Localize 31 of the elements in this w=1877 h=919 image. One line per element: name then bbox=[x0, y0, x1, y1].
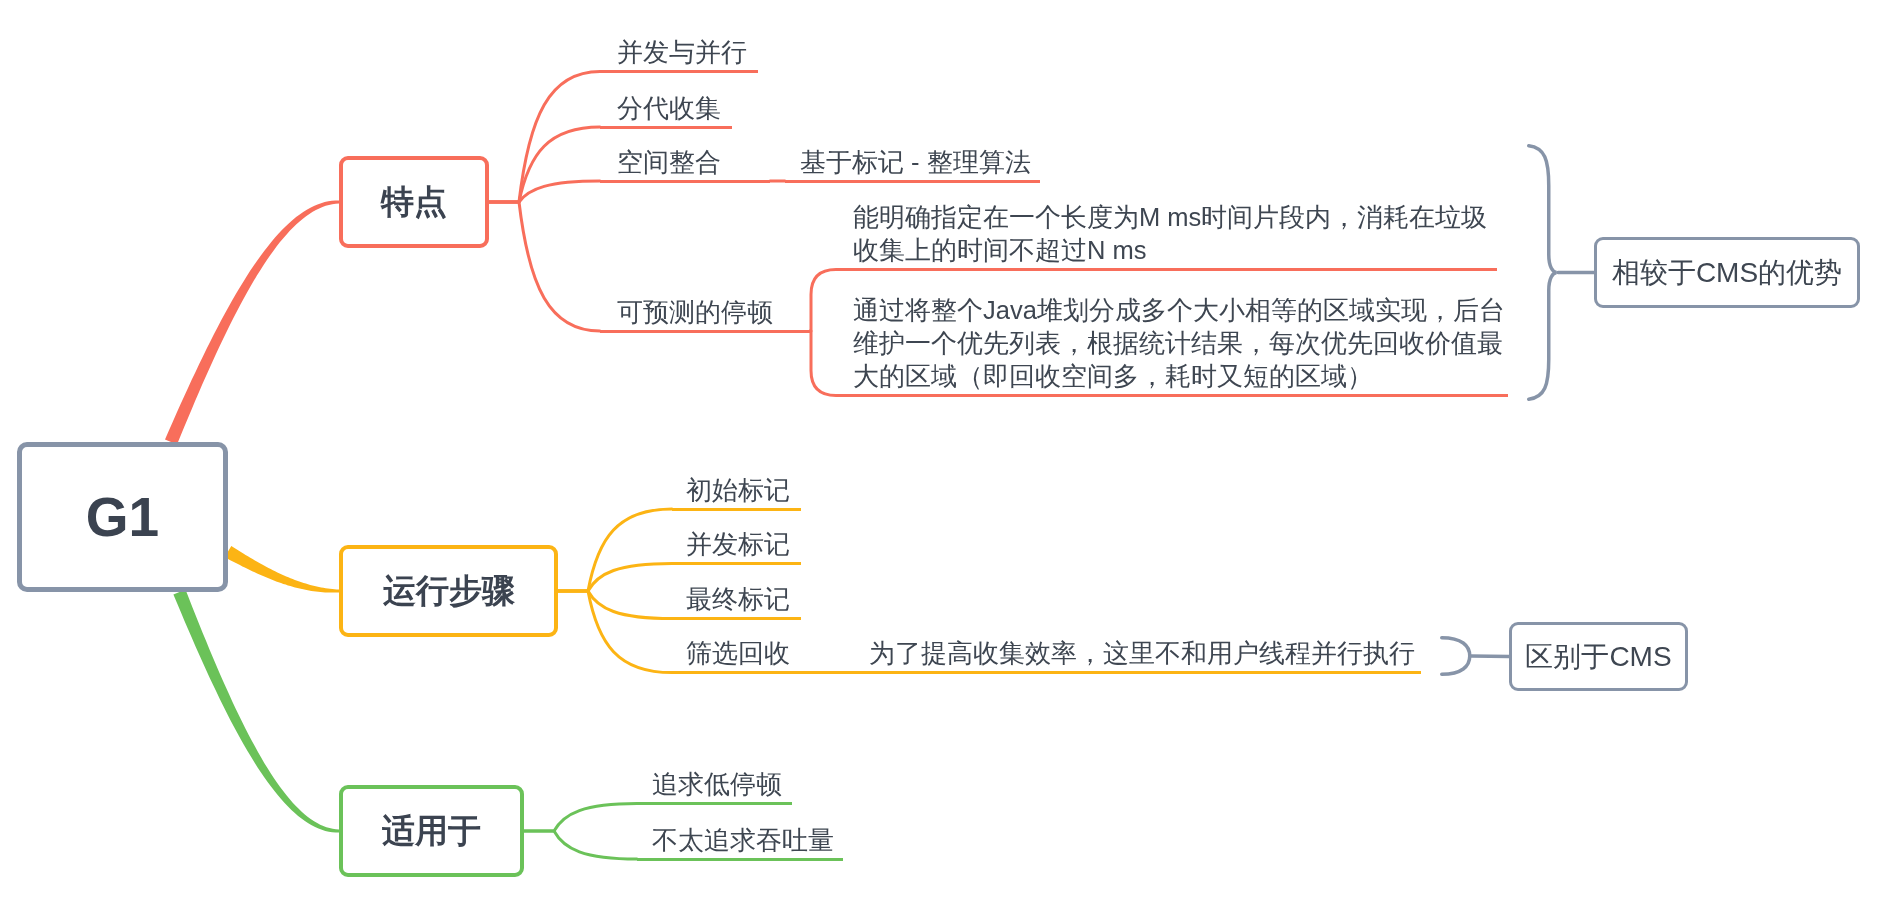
underlined-topic: 能明确指定在一个长度为M ms时间片段内，消耗在垃圾收集上的时间不超过N ms bbox=[836, 201, 1497, 272]
underlined-topic: 基于标记 - 整理算法 bbox=[785, 145, 1040, 183]
underlined-topic: 最终标记 bbox=[672, 583, 801, 621]
underlined-topic: 通过将整个Java堆划分成多个大小相等的区域实现，后台维护一个优先列表，根据统计结果，每次优先回收价值最大的区域（即回收空间多，耗时又短的区域） bbox=[836, 294, 1508, 397]
branch-line bbox=[768, 179, 787, 183]
summary-box: 相较于CMS的优势 bbox=[1594, 237, 1860, 308]
underlined-topic: 筛选回收 bbox=[672, 637, 830, 675]
branch-line bbox=[828, 671, 852, 675]
branch-line bbox=[522, 829, 639, 861]
topic-box: 运行步骤 bbox=[339, 545, 558, 637]
underlined-topic: 分代收集 bbox=[600, 91, 732, 129]
underlined-topic: 初始标记 bbox=[672, 473, 801, 511]
underlined-topic: 不太追求吞吐量 bbox=[637, 823, 843, 861]
connector-line bbox=[1469, 654, 1511, 659]
underlined-topic: 并发标记 bbox=[672, 528, 801, 565]
connector-line bbox=[1556, 270, 1596, 275]
central-topic-box: G1 bbox=[17, 442, 228, 592]
topic-box: 特点 bbox=[339, 156, 489, 248]
topic-box: 适用于 bbox=[339, 785, 524, 877]
summary-brace bbox=[1527, 144, 1559, 401]
underlined-topic: 追求低停顿 bbox=[637, 768, 792, 805]
branch-line bbox=[487, 200, 602, 333]
summary-box: 区别于CMS bbox=[1509, 622, 1688, 691]
summary-brace bbox=[1440, 636, 1472, 676]
underlined-topic: 并发与并行 bbox=[600, 36, 758, 73]
underlined-topic: 空间整合 bbox=[600, 145, 770, 183]
underlined-topic: 为了提高收集效率，这里不和用户线程并行执行 bbox=[850, 637, 1421, 675]
branch-curve bbox=[173, 589, 339, 833]
branch-line bbox=[556, 589, 674, 675]
underlined-topic: 可预测的停顿 bbox=[600, 295, 810, 333]
branch-curve bbox=[165, 200, 339, 445]
